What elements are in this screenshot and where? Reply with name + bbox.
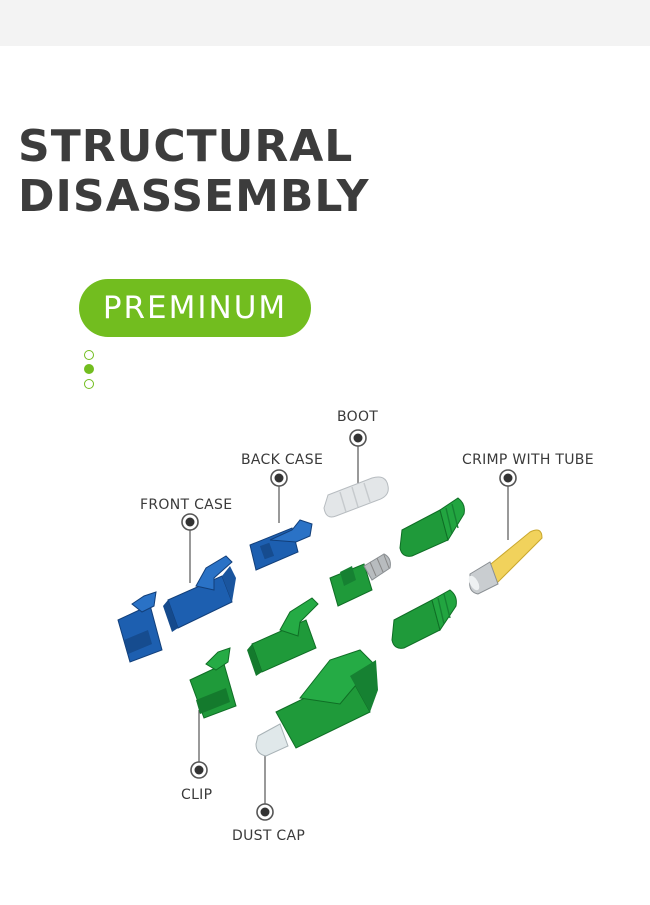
part-boot-green-top <box>399 497 465 557</box>
part-assembled-connector-green <box>255 649 378 757</box>
label-dust-cap: DUST CAP <box>232 828 306 844</box>
label-crimp-with-tube: CRIMP WITH TUBE <box>462 452 594 468</box>
pager-dot-3[interactable] <box>84 379 94 389</box>
part-back-case-green <box>329 553 391 607</box>
part-clip-blue <box>117 591 163 663</box>
part-clip-green <box>189 647 237 719</box>
marker-crimp-with-tube <box>499 469 517 487</box>
label-clip: CLIP <box>181 787 213 803</box>
part-back-case-blue <box>249 519 313 571</box>
leader-lines <box>189 446 509 804</box>
page-title: STRUCTURAL DISASSEMBLY <box>18 122 369 222</box>
part-boot-green-bottom <box>391 589 457 649</box>
part-crimp-with-tube-yellow <box>468 529 543 595</box>
part-boot-white <box>323 476 389 518</box>
marker-clip <box>190 761 208 779</box>
title-line-2: DISASSEMBLY <box>18 171 370 222</box>
label-boot: BOOT <box>337 409 379 425</box>
pager-dot-1[interactable] <box>84 350 94 360</box>
title-line-1: STRUCTURAL <box>18 121 354 172</box>
premium-badge: PREMINUM <box>79 279 311 337</box>
label-front-case: FRONT CASE <box>140 497 233 513</box>
marker-back-case <box>270 469 288 487</box>
part-front-case-green <box>247 597 319 676</box>
pager-dot-2-active[interactable] <box>84 364 94 374</box>
label-back-case: BACK CASE <box>241 452 324 468</box>
marker-front-case <box>181 513 199 531</box>
marker-dust-cap <box>256 803 274 821</box>
part-front-case-blue <box>163 555 236 632</box>
marker-boot <box>349 429 367 447</box>
top-bar <box>0 0 650 46</box>
